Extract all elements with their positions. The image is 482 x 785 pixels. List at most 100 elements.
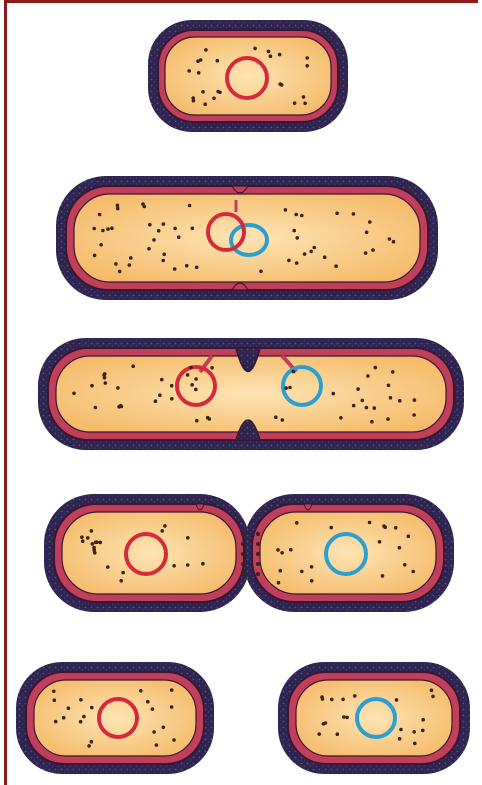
ribosome-dot [305,64,309,68]
ribosome-dot [79,698,83,702]
ribosome-dot [195,419,199,423]
ribosome-dot [94,541,98,545]
ribosome-dot [157,229,161,233]
ribosome-dot [116,386,120,390]
ribosome-dot [352,212,356,216]
ribosome-dot [353,694,357,698]
ribosome-dot [289,548,293,552]
ribosome-dot [278,53,282,57]
ribosome-dot [90,529,94,533]
ribosome-dot [201,90,205,94]
stage-2-dna-replication [56,176,438,300]
ribosome-dot [371,248,375,252]
ribosome-dot [310,565,314,569]
ribosome-dot [374,366,378,370]
ribosome-dot [81,539,85,543]
ribosome-dot [216,90,220,94]
ribosome-dot [80,535,84,539]
ribosome-dot [430,689,434,693]
ribosome-dot [53,698,57,702]
ribosome-dot [99,243,103,247]
ribosome-dot [151,707,155,711]
ribosome-dot [116,207,120,211]
ribosome-dot [389,396,393,400]
ribosome-dot [281,418,285,422]
ribosome-dot [101,229,105,233]
ribosome-dot [302,95,306,99]
ribosome-dot [162,253,166,257]
ribosome-dot [94,406,98,410]
ribosome-dot [356,387,360,391]
ribosome-dot [278,82,282,86]
ribosome-dot [72,392,76,396]
ribosome-dot [295,521,299,525]
ribosome-dot [204,48,208,52]
ribosome-dot [322,722,326,726]
ribosome-dot [152,238,156,242]
cytoplasm-right [260,512,436,594]
ribosome-dot [364,251,368,255]
ribosome-dot [387,384,391,388]
ribosome-dot [334,264,338,268]
ribosome-dot [274,415,278,419]
ribosome-dot [185,264,189,268]
ribosome-dot [277,581,281,585]
ribosome-dot [189,366,193,370]
ribosome-dot [288,386,292,390]
ribosome-dot [320,695,324,699]
ribosome-dot [292,370,296,374]
ribosome-dot [99,541,103,545]
ribosome-dot [388,237,392,241]
ribosome-dot [212,97,216,101]
ribosome-dot [279,569,283,573]
ribosome-dot [284,386,288,390]
ribosome-dot [194,388,198,392]
ribosome-dot [381,574,385,578]
ribosome-dot [341,698,345,702]
ribosome-dot [292,229,296,233]
ribosome-dot [386,417,390,421]
ribosome-dot [190,383,194,387]
stage-3-septum-forming [38,338,464,450]
ribosome-dot [90,384,94,388]
ribosome-dot [131,364,135,368]
ribosome-dot [317,732,321,736]
ribosome-dot [216,59,220,63]
ribosome-dot [170,384,174,388]
ribosome-dot [335,212,339,216]
ribosome-dot [407,534,411,538]
ribosome-dot [395,698,399,702]
ribosome-dot [329,526,333,530]
cytoplasm-right [296,680,452,756]
ribosome-dot [103,372,107,376]
ribosome-dot [139,689,143,693]
top-border-line [4,0,478,3]
ribosome-dot [141,202,145,206]
ribosome-dot [365,231,369,235]
ribosome-dot [332,392,336,396]
ribosome-dot [90,740,94,744]
ribosome-dot [90,706,94,710]
ribosome-dot [339,416,343,420]
ribosome-dot [330,698,334,702]
ribosome-dot [148,223,152,227]
ribosome-dot [119,404,123,408]
cytoplasm-left [62,512,236,594]
ribosome-dot [199,58,203,62]
ribosome-dot [303,252,307,256]
ribosome-dot [172,738,176,742]
ribosome-dot [98,213,102,217]
stage-1-single-cell [148,20,348,132]
ribosome-dot [391,370,395,374]
ribosome-dot [160,378,164,382]
ribosome-dot [269,54,273,58]
ribosome-dot [186,536,190,540]
ribosome-dot [421,729,425,733]
ribosome-dot [398,546,402,550]
ribosome-dot [399,728,403,732]
ribosome-dot [129,256,133,260]
ribosome-dot [303,102,307,106]
ribosome-dot [392,240,396,244]
ribosome-dot [186,563,190,567]
